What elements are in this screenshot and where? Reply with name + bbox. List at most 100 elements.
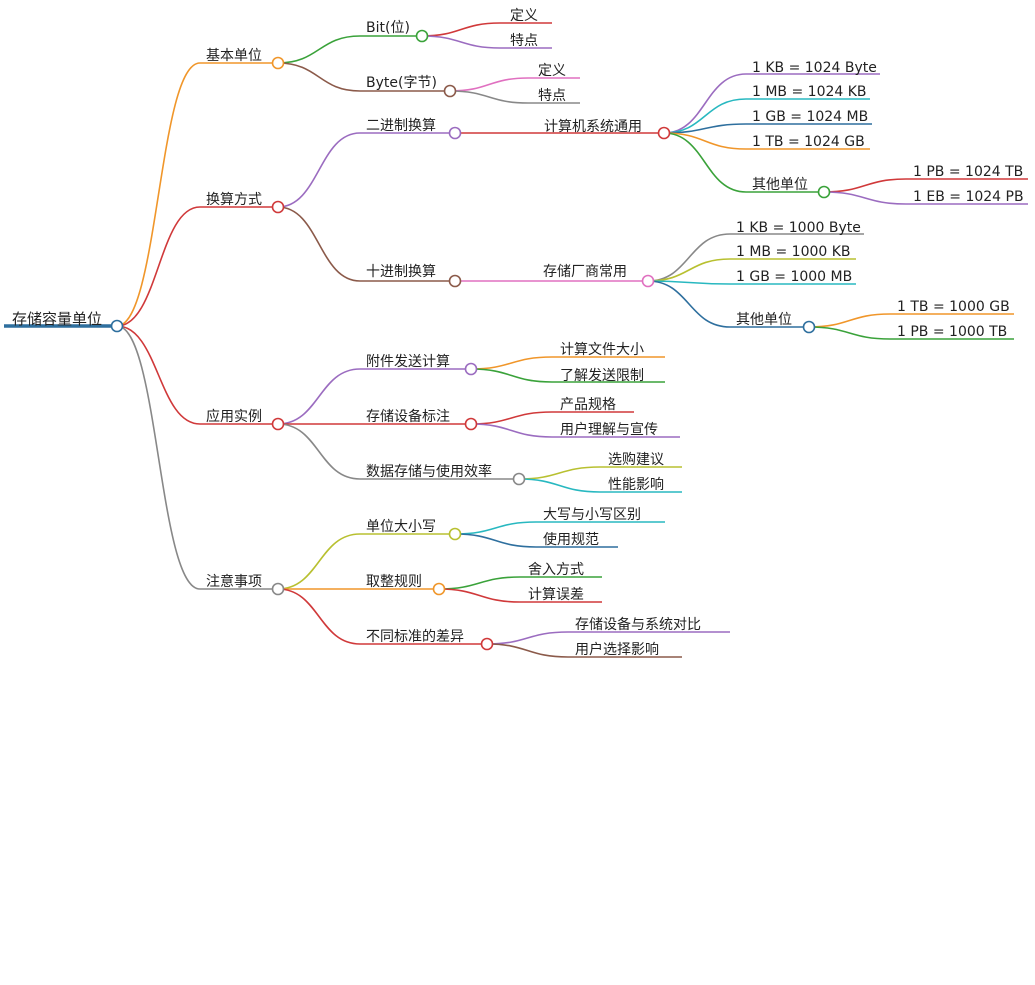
node-device <box>464 417 478 431</box>
binary-other-label: 其他单位 <box>752 177 808 193</box>
mindmap-edges <box>116 22 907 658</box>
edge-binary-other-1 <box>823 191 907 205</box>
case-b-label: 使用规范 <box>543 531 599 548</box>
efficiency-a-label: 选购建议 <box>608 452 664 468</box>
edge-binary-other-0 <box>823 178 907 193</box>
round-label: 取整规则 <box>366 574 422 590</box>
decimal-tb-label: 1 TB = 1000 GB <box>897 299 1010 315</box>
node-basic <box>271 56 285 70</box>
node-efficiency <box>512 472 526 486</box>
edge-standards-1 <box>486 643 569 658</box>
edge-binary-common-0 <box>663 73 747 134</box>
edge-byte-1 <box>449 90 529 104</box>
edge-decimal-other-1 <box>808 326 891 340</box>
mindmap-nodes <box>110 29 831 651</box>
round-b-label: 计算误差 <box>528 587 584 603</box>
edge-decimal-vendor-1 <box>647 258 731 282</box>
node-round <box>432 582 446 596</box>
node-attach <box>464 362 478 376</box>
standards-b-label: 用户选择影响 <box>575 641 659 658</box>
edge-round-0 <box>438 576 521 590</box>
edge-device-1 <box>470 423 553 438</box>
node-bit <box>415 29 429 43</box>
binary-eb-label: 1 EB = 1024 PB <box>913 189 1024 205</box>
edge-root-conversion <box>116 206 201 327</box>
decimal-label: 十进制换算 <box>366 263 436 280</box>
decimal-vendor-label: 存储厂商常用 <box>543 264 627 280</box>
root-label: 存储容量单位 <box>12 310 102 328</box>
efficiency-label: 数据存储与使用效率 <box>366 463 492 480</box>
edge-notes-2 <box>277 588 361 645</box>
edge-bit-1 <box>421 35 501 49</box>
edge-usage-2 <box>277 423 361 480</box>
edge-decimal-other-0 <box>808 313 891 328</box>
binary-mb-label: 1 MB = 1024 KB <box>752 84 867 100</box>
node-root <box>110 319 124 333</box>
node-usage <box>271 417 285 431</box>
edge-basic-1 <box>277 62 361 92</box>
attach-label: 附件发送计算 <box>366 354 450 370</box>
edge-efficiency-1 <box>518 478 601 493</box>
decimal-kb-label: 1 KB = 1000 Byte <box>736 220 861 236</box>
edge-notes-0 <box>277 533 361 590</box>
node-case <box>448 527 462 541</box>
mindmap-underlines <box>4 22 1028 658</box>
edge-attach-1 <box>470 368 553 383</box>
standards-label: 不同标准的差异 <box>366 629 464 645</box>
bit-label: Bit(位) <box>366 20 410 36</box>
node-notes <box>271 582 285 596</box>
device-label: 存储设备标注 <box>366 408 450 425</box>
byte-label: Byte(字节) <box>366 75 437 91</box>
decimal-other-label: 其他单位 <box>736 312 792 328</box>
binary-tb-label: 1 TB = 1024 GB <box>752 134 865 150</box>
decimal-mb-label: 1 MB = 1000 KB <box>736 244 851 260</box>
edge-device-0 <box>470 411 553 425</box>
node-decimal <box>448 274 462 288</box>
edge-efficiency-0 <box>518 466 601 480</box>
edge-conversion-0 <box>277 132 361 208</box>
decimal-gb-label: 1 GB = 1000 MB <box>736 269 852 285</box>
node-decimal-vendor <box>641 274 655 288</box>
edge-decimal-vendor-2 <box>647 280 731 285</box>
edge-round-1 <box>438 588 521 603</box>
node-binary-other <box>817 185 831 199</box>
binary-common-label: 计算机系统通用 <box>544 119 642 135</box>
node-conversion <box>271 200 285 214</box>
branch-usage-label: 应用实例 <box>206 408 262 425</box>
standards-a-label: 存储设备与系统对比 <box>575 616 701 633</box>
attach-b-label: 了解发送限制 <box>560 368 644 384</box>
byte-feat-label: 特点 <box>538 88 566 104</box>
node-binary-common <box>657 126 671 140</box>
edge-attach-0 <box>470 356 553 370</box>
node-byte <box>443 84 457 98</box>
edge-case-0 <box>454 521 537 535</box>
round-a-label: 舍入方式 <box>528 562 584 578</box>
edge-decimal-vendor-3 <box>647 280 731 328</box>
edge-root-notes <box>116 325 201 590</box>
node-standards <box>480 637 494 651</box>
binary-pb-label: 1 PB = 1024 TB <box>913 164 1023 180</box>
edge-binary-common-4 <box>663 132 747 193</box>
edge-bit-0 <box>421 22 501 37</box>
edge-byte-0 <box>449 77 529 92</box>
edge-case-1 <box>454 533 537 548</box>
binary-label: 二进制换算 <box>366 117 436 134</box>
case-label: 单位大小写 <box>366 519 436 535</box>
device-a-label: 产品规格 <box>560 397 616 413</box>
device-b-label: 用户理解与宣传 <box>560 421 658 438</box>
edge-usage-0 <box>277 368 361 425</box>
mindmap-labels: 存储容量单位 基本单位 换算方式 应用实例 注意事项 Bit(位) 定义 特点 … <box>12 8 1024 658</box>
edge-conversion-1 <box>277 206 361 282</box>
node-binary <box>448 126 462 140</box>
efficiency-b-label: 性能影响 <box>608 477 664 493</box>
attach-a-label: 计算文件大小 <box>560 342 644 358</box>
binary-gb-label: 1 GB = 1024 MB <box>752 109 868 125</box>
edge-standards-0 <box>486 631 569 645</box>
binary-kb-label: 1 KB = 1024 Byte <box>752 60 877 76</box>
edge-basic-0 <box>277 35 361 64</box>
case-a-label: 大写与小写区别 <box>543 507 641 523</box>
edge-binary-common-3 <box>663 132 747 150</box>
byte-def-label: 定义 <box>538 63 566 79</box>
edge-root-basic <box>116 62 201 327</box>
